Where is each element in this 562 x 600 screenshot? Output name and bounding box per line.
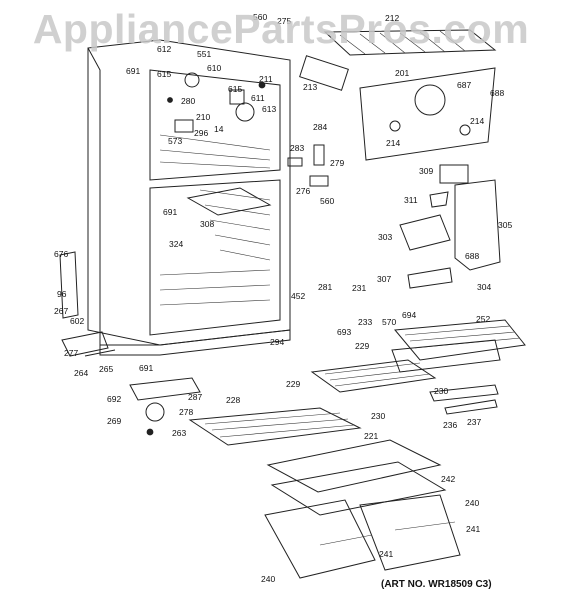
callout-230-b: 230 — [371, 411, 385, 421]
callout-324: 324 — [169, 239, 183, 249]
callout-242: 242 — [441, 474, 455, 484]
ice-tray-213 — [299, 55, 349, 91]
callout-214: 214 — [470, 116, 484, 126]
callout-233: 233 — [358, 317, 372, 327]
callout-240-b: 240 — [261, 574, 275, 584]
callout-241-b: 241 — [379, 549, 393, 559]
callout-96: 96 — [57, 289, 67, 299]
callout-305: 305 — [498, 220, 512, 230]
callout-229: 229 — [355, 341, 369, 351]
callout-269: 269 — [107, 416, 121, 426]
callout-688-b: 688 — [465, 251, 479, 261]
callout-613: 613 — [262, 104, 276, 114]
callout-692: 692 — [107, 394, 121, 404]
callout-277: 277 — [64, 348, 78, 358]
callout-241: 241 — [466, 524, 480, 534]
watermark-text: AppliancePartsPros.com — [32, 6, 530, 52]
callout-231: 231 — [352, 283, 366, 293]
callout-611: 611 — [251, 93, 265, 103]
crisper-drawers — [264, 439, 461, 579]
callout-221: 221 — [364, 431, 378, 441]
callout-263: 263 — [172, 428, 186, 438]
callout-307: 307 — [377, 274, 391, 284]
door-shelf-assembly — [399, 179, 501, 289]
callout-308: 308 — [200, 219, 214, 229]
temperature-control-parts — [287, 144, 329, 187]
callout-612: 612 — [157, 44, 171, 54]
evaporator-cover-panel-201 — [359, 67, 496, 184]
callout-276: 276 — [296, 186, 310, 196]
callout-230: 230 — [434, 386, 448, 396]
callout-309: 309 — [419, 166, 433, 176]
callout-452: 452 — [291, 291, 305, 301]
callout-693: 693 — [337, 327, 351, 337]
callout-281: 281 — [318, 282, 332, 292]
crisper-shelf-228 — [188, 407, 362, 446]
callout-279: 279 — [330, 158, 344, 168]
callout-311: 311 — [404, 195, 418, 205]
callout-694: 694 — [402, 310, 416, 320]
callout-284: 284 — [313, 122, 327, 132]
callout-691: 691 — [126, 66, 140, 76]
callout-570: 570 — [382, 317, 396, 327]
callout-210: 210 — [196, 112, 210, 122]
callout-labels: 560 275 212 612 551 691 615 610 213 201 … — [54, 12, 512, 584]
callout-304: 304 — [477, 282, 491, 292]
art-number-label: (ART NO. WR18509 C3) — [381, 579, 492, 590]
callout-275: 275 — [277, 16, 291, 26]
callout-265: 265 — [99, 364, 113, 374]
callout-14: 14 — [214, 124, 224, 134]
callout-560-b: 560 — [320, 196, 334, 206]
callout-615: 615 — [157, 69, 171, 79]
callout-287: 287 — [188, 392, 202, 402]
callout-229-b: 229 — [286, 379, 300, 389]
callout-267: 267 — [54, 306, 68, 316]
callout-201: 201 — [395, 68, 409, 78]
callout-211: 211 — [259, 74, 273, 84]
callout-280: 280 — [181, 96, 195, 106]
hinge-and-leveling-parts — [59, 251, 201, 436]
callout-573: 573 — [168, 136, 182, 146]
callout-303: 303 — [378, 232, 392, 242]
callout-237: 237 — [467, 417, 481, 427]
callout-691-c: 691 — [139, 363, 153, 373]
callout-283: 283 — [290, 143, 304, 153]
callout-212: 212 — [385, 13, 399, 23]
callout-264: 264 — [74, 368, 88, 378]
callout-228: 228 — [226, 395, 240, 405]
freezer-wire-shelf-212 — [323, 29, 497, 56]
callout-560: 560 — [253, 12, 267, 22]
callout-296: 296 — [194, 128, 208, 138]
callout-252: 252 — [476, 314, 490, 324]
cabinet-body — [87, 39, 291, 356]
callout-615-b: 615 — [228, 84, 242, 94]
callout-610: 610 — [207, 63, 221, 73]
callout-214-b: 214 — [386, 138, 400, 148]
callout-213: 213 — [303, 82, 317, 92]
callout-236: 236 — [443, 420, 457, 430]
freezer-shelf-308 — [186, 187, 272, 216]
callout-688: 688 — [490, 88, 504, 98]
callout-676: 676 — [54, 249, 68, 259]
callout-602: 602 — [70, 316, 84, 326]
callout-687: 687 — [457, 80, 471, 90]
callout-294: 294 — [270, 337, 284, 347]
callout-240: 240 — [465, 498, 479, 508]
callout-278: 278 — [179, 407, 193, 417]
fresh-food-wire-shelves — [310, 319, 526, 415]
callout-691-b: 691 — [163, 207, 177, 217]
callout-551: 551 — [197, 49, 211, 59]
